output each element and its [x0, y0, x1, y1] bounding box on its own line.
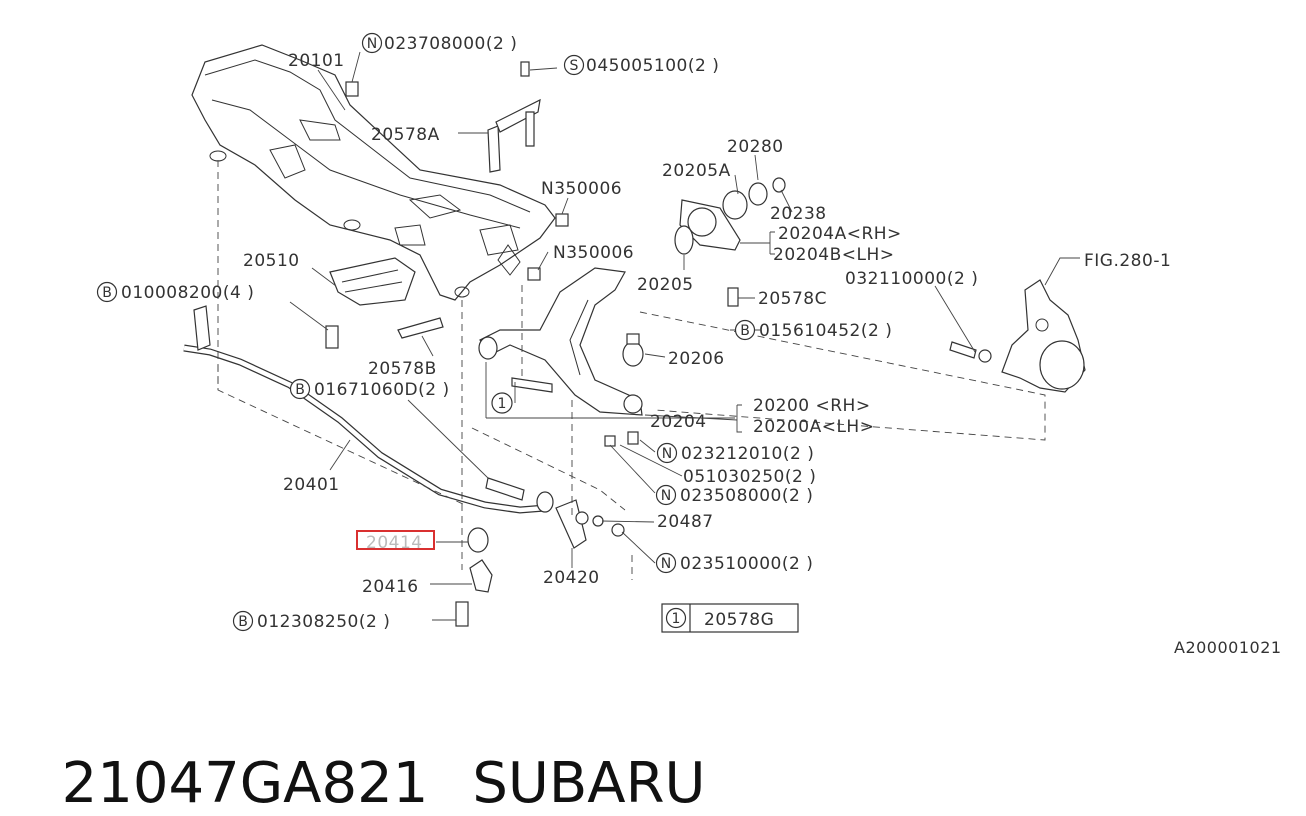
- svg-text:N: N: [662, 446, 672, 462]
- label-20200a[interactable]: 20200A<LH>: [753, 417, 874, 437]
- crossmember-drawing: [191, 44, 556, 301]
- label-20206[interactable]: 20206: [668, 349, 725, 369]
- label-012308250[interactable]: 012308250(2 ): [257, 612, 390, 632]
- control-arm-drawing: [478, 267, 644, 447]
- label-023708000[interactable]: 023708000(2 ): [384, 34, 517, 54]
- label-20414-highlighted[interactable]: 20414: [356, 530, 435, 553]
- label-20578b[interactable]: 20578B: [368, 359, 437, 379]
- label-20205a[interactable]: 20205A: [662, 161, 731, 181]
- footer: 21047GA821 SUBARU: [26, 686, 750, 816]
- marker-b-015610452: B: [734, 319, 756, 341]
- label-fig-280-1[interactable]: FIG.280-1: [1084, 251, 1171, 271]
- label-015610452[interactable]: 015610452(2 ): [759, 321, 892, 341]
- svg-text:1: 1: [498, 396, 507, 412]
- label-20578a[interactable]: 20578A: [371, 125, 440, 145]
- label-20204a[interactable]: 20204A<RH>: [778, 224, 902, 244]
- footer-brand: SUBARU: [472, 751, 706, 816]
- label-20204b[interactable]: 20204B<LH>: [773, 245, 895, 265]
- svg-text:1: 1: [672, 611, 681, 627]
- label-20238[interactable]: 20238: [770, 204, 827, 224]
- label-023212010[interactable]: 023212010(2 ): [681, 444, 814, 464]
- label-20487[interactable]: 20487: [657, 512, 714, 532]
- label-032110000[interactable]: 032110000(2 ): [845, 269, 978, 289]
- bracket-drawing: [329, 257, 416, 306]
- marker-b-010008200: B: [96, 281, 118, 303]
- svg-text:N: N: [661, 556, 671, 572]
- marker-n-023708000: N: [361, 32, 383, 54]
- label-20101[interactable]: 20101: [288, 51, 345, 71]
- label-01671060d[interactable]: 01671060D(2 ): [314, 380, 450, 400]
- legend-key-part: 20578G: [704, 610, 774, 630]
- label-051030250[interactable]: 051030250(2 ): [683, 467, 816, 487]
- marker-s-045005100: S: [563, 54, 585, 76]
- leader-lines: [289, 51, 1080, 621]
- label-010008200[interactable]: 010008200(4 ): [121, 283, 254, 303]
- label-20205[interactable]: 20205: [637, 275, 694, 295]
- svg-text:B: B: [295, 382, 305, 398]
- marker-b-012308250: B: [232, 610, 254, 632]
- label-023508000[interactable]: 023508000(2 ): [680, 486, 813, 506]
- label-20414: 20414: [366, 533, 423, 553]
- label-20200[interactable]: 20200 <RH>: [753, 396, 871, 416]
- label-n350006-lower[interactable]: N350006: [553, 243, 634, 263]
- rear-bushing-drawing: [674, 177, 786, 307]
- reference-code: A200001021: [1174, 638, 1282, 657]
- label-20420[interactable]: 20420: [543, 568, 600, 588]
- svg-text:B: B: [740, 323, 750, 339]
- marker-b-01671060d: B: [289, 378, 311, 400]
- marker-n-023212010: N: [656, 442, 678, 464]
- knuckle-drawing: [949, 279, 1086, 393]
- parts-diagram: N S B B B 1 N N N B 20101 023708000(2 ) …: [96, 32, 1282, 657]
- top-bolts-drawing: [325, 61, 569, 349]
- label-20401[interactable]: 20401: [283, 475, 340, 495]
- svg-text:N: N: [661, 488, 671, 504]
- marker-n-023508000: N: [655, 484, 677, 506]
- legend-key: 1 20578G: [661, 603, 799, 633]
- footer-part-number: 21047GA821: [61, 751, 429, 816]
- label-023510000[interactable]: 023510000(2 ): [680, 554, 813, 574]
- marker-1-callout: 1: [491, 392, 513, 414]
- label-20510[interactable]: 20510: [243, 251, 300, 271]
- label-045005100[interactable]: 045005100(2 ): [586, 56, 719, 76]
- svg-text:N: N: [367, 36, 377, 52]
- dashed-guides: [217, 160, 1046, 580]
- svg-text:B: B: [238, 614, 248, 630]
- marker-n-023510000: N: [655, 552, 677, 574]
- svg-text:S: S: [570, 58, 579, 74]
- label-20416[interactable]: 20416: [362, 577, 419, 597]
- label-20578c[interactable]: 20578C: [758, 289, 827, 309]
- label-20204[interactable]: 20204: [650, 412, 707, 432]
- label-n350006-upper[interactable]: N350006: [541, 179, 622, 199]
- label-20280[interactable]: 20280: [727, 137, 784, 157]
- svg-text:B: B: [102, 285, 112, 301]
- stabilizer-bar-drawing: [183, 305, 625, 627]
